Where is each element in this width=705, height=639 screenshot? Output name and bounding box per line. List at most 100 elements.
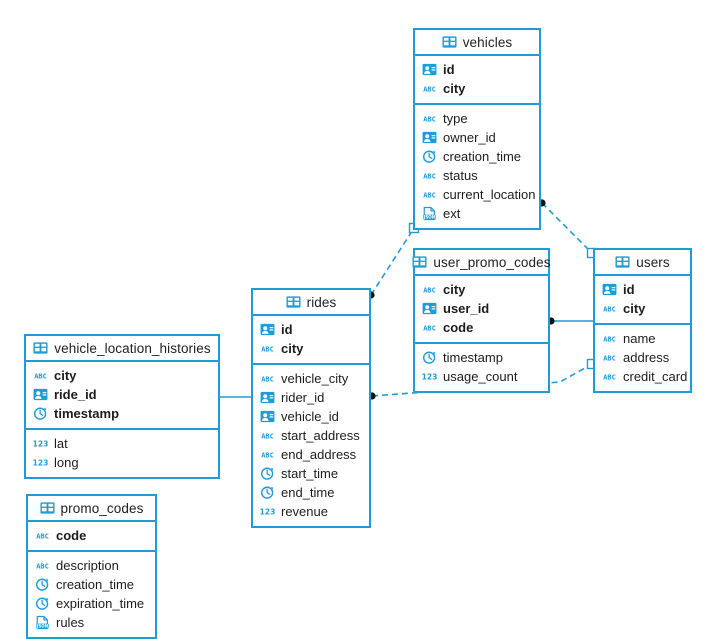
relationship-rides-to-vehicles[interactable]	[367, 222, 420, 299]
field-row-rides-id[interactable]: id	[253, 320, 369, 339]
field-label: user_id	[443, 301, 490, 316]
abc-icon: ABC	[602, 331, 618, 346]
field-row-rides-start_time[interactable]: start_time	[253, 464, 369, 483]
abc-icon: ABC	[602, 369, 618, 384]
id-card-icon	[602, 282, 618, 297]
abc-icon: ABC	[260, 341, 276, 356]
field-row-vehicle_location_histories-timestamp[interactable]: timestamp	[26, 404, 218, 423]
field-label: code	[56, 528, 87, 543]
svg-text:ABC: ABC	[603, 373, 616, 381]
field-label: creation_time	[56, 577, 135, 592]
field-row-vehicles-id[interactable]: id	[415, 60, 539, 79]
abc-icon: ABC	[35, 558, 51, 573]
svg-text:ABC: ABC	[423, 191, 436, 199]
field-label: city	[54, 368, 77, 383]
field-row-rides-rider_id[interactable]: rider_id	[253, 388, 369, 407]
table-header-rides[interactable]: rides	[253, 290, 369, 316]
field-label: timestamp	[443, 350, 503, 365]
field-label: id	[281, 322, 293, 337]
field-row-promo_codes-code[interactable]: ABC code	[28, 526, 155, 545]
svg-text:JSON: JSON	[36, 623, 48, 628]
table-header-vehicles[interactable]: vehicles	[415, 30, 539, 56]
field-label: owner_id	[443, 130, 496, 145]
field-label: ride_id	[54, 387, 97, 402]
clock-icon	[35, 596, 51, 611]
id-card-icon	[422, 62, 438, 77]
clock-icon	[33, 406, 49, 421]
field-label: lat	[54, 436, 68, 451]
relationship-upc-to-users[interactable]	[547, 317, 593, 325]
id-card-icon	[33, 387, 49, 402]
field-row-vehicles-creation_time[interactable]: creation_time	[415, 147, 539, 166]
clock-icon	[260, 485, 276, 500]
field-label: revenue	[281, 504, 328, 519]
table-name-label: promo_codes	[60, 500, 144, 516]
svg-text:ABC: ABC	[261, 451, 274, 459]
svg-text:ABC: ABC	[36, 532, 49, 540]
table-name-label: vehicle_location_histories	[54, 340, 211, 356]
123-icon: 123	[33, 455, 49, 470]
table-header-user_promo_codes[interactable]: user_promo_codes	[412, 250, 550, 276]
field-row-users-id[interactable]: id	[595, 280, 690, 299]
abc-icon: ABC	[422, 187, 438, 202]
field-row-promo_codes-expiration_time[interactable]: expiration_time	[28, 594, 155, 613]
field-row-vehicle_location_histories-ride_id[interactable]: ride_id	[26, 385, 218, 404]
table-header-promo_codes[interactable]: promo_codes	[28, 496, 155, 522]
json-file-icon: JSON	[35, 615, 51, 630]
field-label: rider_id	[281, 390, 325, 405]
field-row-rides-vehicle_id[interactable]: vehicle_id	[253, 407, 369, 426]
abc-icon: ABC	[422, 282, 438, 297]
table-grid-icon	[442, 35, 457, 50]
field-row-rides-end_time[interactable]: end_time	[253, 483, 369, 502]
table-header-vehicle_location_histories[interactable]: vehicle_location_histories	[26, 336, 218, 362]
field-label: type	[443, 111, 468, 126]
abc-icon: ABC	[260, 447, 276, 462]
123-icon: 123	[422, 369, 438, 384]
svg-text:ABC: ABC	[603, 335, 616, 343]
field-row-promo_codes-creation_time[interactable]: creation_time	[28, 575, 155, 594]
table-grid-icon	[40, 501, 55, 516]
field-row-vehicles-owner_id[interactable]: owner_id	[415, 128, 539, 147]
field-row-user_promo_codes-user_id[interactable]: user_id	[415, 299, 548, 318]
abc-icon: ABC	[422, 168, 438, 183]
field-row-user_promo_codes-timestamp[interactable]: timestamp	[415, 348, 548, 367]
table-grid-icon	[615, 255, 630, 270]
table-header-users[interactable]: users	[595, 250, 690, 276]
primary-key-group-promo_codes: ABC code	[28, 522, 155, 552]
svg-text:ABC: ABC	[603, 354, 616, 362]
